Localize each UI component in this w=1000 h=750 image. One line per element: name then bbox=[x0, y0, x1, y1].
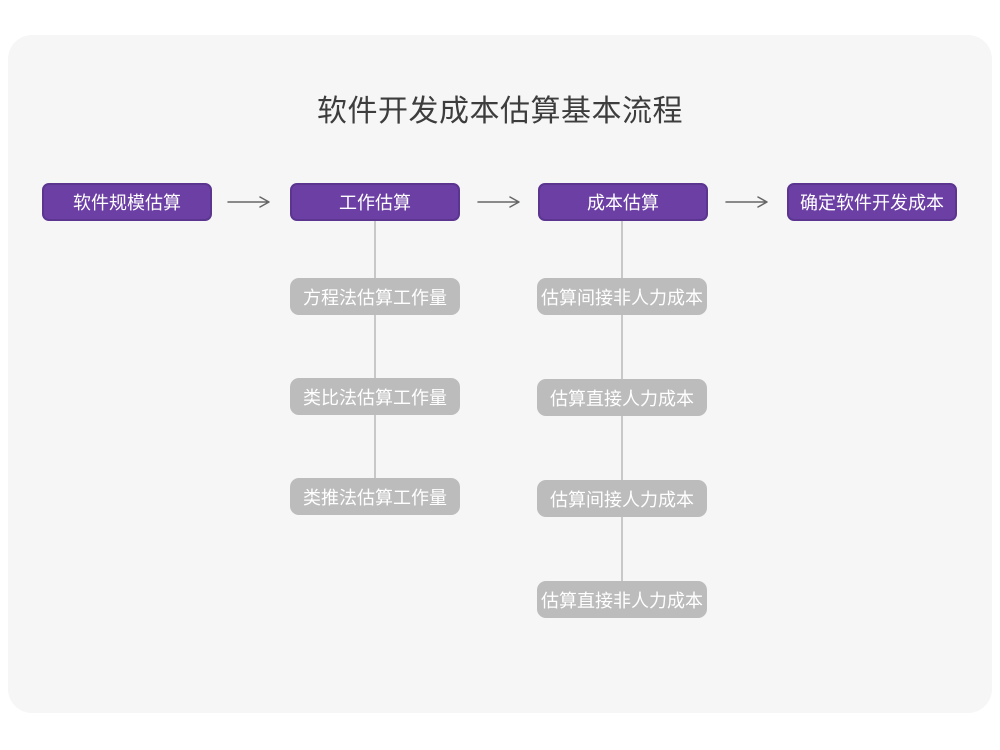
flow-step-label: 工作估算 bbox=[339, 193, 411, 214]
background-panel bbox=[8, 35, 992, 713]
subnode-indirect-nonlabor-cost: 估算间接非人力成本 bbox=[537, 278, 707, 315]
subnode-direct-labor-cost: 估算直接人力成本 bbox=[537, 379, 707, 416]
flow-step-cost-estimation: 成本估算 bbox=[538, 183, 708, 221]
subnode-label: 类推法估算工作量 bbox=[303, 487, 447, 509]
subnode-analogy-method: 类比法估算工作量 bbox=[290, 378, 460, 415]
flow-step-label: 成本估算 bbox=[587, 193, 659, 214]
subnode-label: 类比法估算工作量 bbox=[303, 387, 447, 409]
subnode-label: 估算直接非人力成本 bbox=[541, 590, 703, 612]
page-title: 软件开发成本估算基本流程 bbox=[317, 94, 683, 129]
flow-step-label: 软件规模估算 bbox=[73, 193, 181, 214]
arrow-right-icon bbox=[477, 195, 521, 209]
arrow-right-icon bbox=[227, 195, 271, 209]
subnode-label: 估算间接非人力成本 bbox=[541, 287, 703, 309]
arrow-right-icon bbox=[725, 195, 769, 209]
flow-step-work-estimation: 工作估算 bbox=[290, 183, 460, 221]
subnode-extrapolation-method: 类推法估算工作量 bbox=[290, 478, 460, 515]
subnode-direct-nonlabor-cost: 估算直接非人力成本 bbox=[537, 581, 707, 618]
flow-step-software-scale-estimation: 软件规模估算 bbox=[42, 183, 212, 221]
subnode-label: 估算间接人力成本 bbox=[550, 489, 694, 511]
subnode-indirect-labor-cost: 估算间接人力成本 bbox=[537, 480, 707, 517]
subnode-label: 估算直接人力成本 bbox=[550, 388, 694, 410]
subnode-label: 方程法估算工作量 bbox=[303, 287, 447, 309]
flow-step-determine-dev-cost: 确定软件开发成本 bbox=[787, 183, 957, 221]
connector-line-work-estimation bbox=[374, 221, 376, 481]
flow-step-label: 确定软件开发成本 bbox=[800, 193, 944, 214]
subnode-equation-method: 方程法估算工作量 bbox=[290, 278, 460, 315]
